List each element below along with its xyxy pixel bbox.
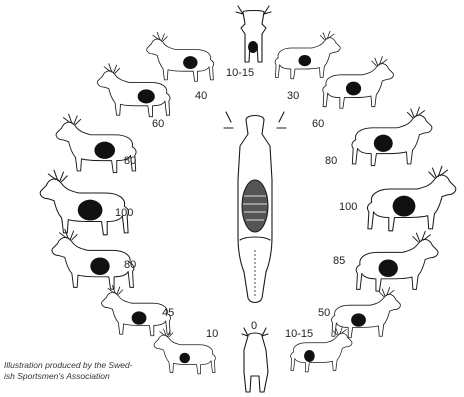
credit-line-1: Illustration produced by the Swed- [4, 360, 204, 371]
label-left-45: 45 [162, 307, 174, 319]
moose-left-45 [102, 285, 171, 335]
vital-spot [248, 41, 258, 53]
label-left-80b: 80 [124, 259, 136, 271]
label-right-80: 80 [325, 155, 337, 167]
label-right-100: 100 [339, 201, 357, 213]
label-right-85: 85 [333, 255, 345, 267]
credit-line-2: ish Sportsmen's Association [4, 371, 204, 382]
label-left-100: 100 [115, 207, 133, 219]
label-bottom-10-15: 10-15 [285, 328, 313, 340]
moose-right-60 [323, 57, 394, 109]
moose-right-85 [356, 231, 438, 291]
label-right-50: 50 [318, 307, 330, 319]
label-right-60: 60 [312, 118, 324, 130]
moose-front-top [236, 6, 271, 62]
label-right-30: 30 [287, 90, 299, 102]
moose-left-60 [97, 64, 170, 117]
moose-right-100 [367, 166, 455, 231]
moose-right-50 [332, 287, 401, 337]
moose-left-80b [52, 229, 134, 289]
moose-top-view-center [224, 112, 286, 303]
moose-right-80 [352, 107, 432, 165]
moose-rear-bottom [242, 328, 268, 392]
label-top-front: 10-15 [226, 67, 254, 79]
label-left-60: 60 [152, 118, 164, 130]
vital-zone [242, 180, 268, 232]
moose-right-30 [275, 31, 340, 79]
label-left-40: 40 [195, 90, 207, 102]
moose-left-100 [40, 170, 128, 235]
label-bottom-10: 10 [206, 328, 218, 340]
moose-left-40 [147, 32, 214, 81]
label-bottom-0: 0 [251, 320, 257, 332]
label-left-80: 80 [124, 155, 136, 167]
illustration-credit: Illustration produced by the Swed- ish S… [4, 360, 204, 382]
